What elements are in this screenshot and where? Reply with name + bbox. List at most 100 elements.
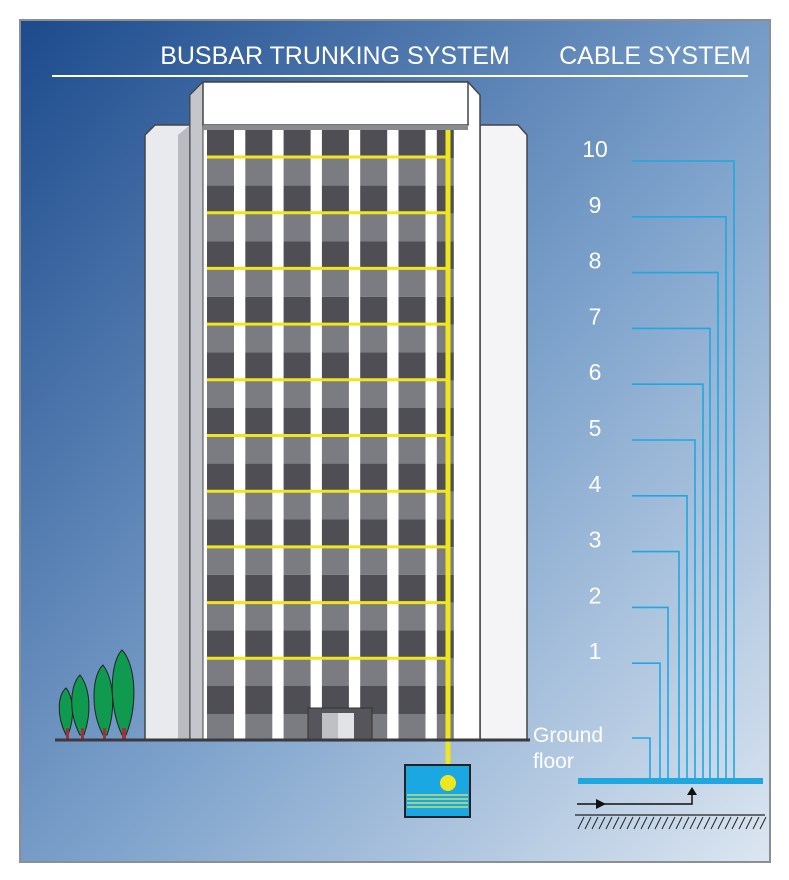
window-light xyxy=(207,158,234,186)
window-light xyxy=(436,324,454,353)
window-dark xyxy=(245,574,273,603)
window-light xyxy=(207,547,234,575)
window-light xyxy=(436,158,454,186)
ground-floor-label-2: floor xyxy=(533,750,574,773)
window-light xyxy=(207,714,234,742)
window-dark xyxy=(436,574,454,603)
window-dark xyxy=(283,241,311,270)
window-light xyxy=(436,269,454,297)
window-light xyxy=(398,547,426,575)
window-dark xyxy=(283,686,311,714)
floor-cable xyxy=(632,439,696,781)
window-dark xyxy=(398,630,426,659)
window-light xyxy=(207,436,234,464)
window-dark xyxy=(398,241,426,270)
window-light xyxy=(283,547,311,575)
floor-cable xyxy=(632,271,719,781)
floor-cable xyxy=(632,216,727,781)
window-light xyxy=(360,436,388,464)
window-light xyxy=(321,547,349,575)
window-light xyxy=(321,602,349,631)
window-light xyxy=(321,158,349,186)
cable-title: CABLE SYSTEM xyxy=(559,42,751,70)
window-dark xyxy=(321,296,349,325)
window-dark xyxy=(436,408,454,436)
entrance-door xyxy=(307,707,373,741)
earth-hatch xyxy=(575,814,767,830)
window-dark xyxy=(321,519,349,548)
window-dark xyxy=(436,630,454,659)
window-dark xyxy=(321,630,349,659)
window-dark xyxy=(398,463,426,492)
window-dark xyxy=(207,130,234,158)
window-dark xyxy=(283,185,311,214)
window-light xyxy=(245,213,273,242)
window-dark xyxy=(436,185,454,214)
window-light xyxy=(360,213,388,242)
window-light xyxy=(398,436,426,464)
window-dark xyxy=(283,574,311,603)
floor-cable xyxy=(632,494,688,781)
window-light xyxy=(283,380,311,408)
window-light xyxy=(207,658,234,686)
window-light xyxy=(398,714,426,742)
floor-label: 7 xyxy=(589,303,602,329)
window-dark xyxy=(398,130,426,158)
window-dark xyxy=(436,463,454,492)
floor-label: 5 xyxy=(589,415,602,441)
window-light xyxy=(360,269,388,297)
window-light xyxy=(436,602,454,631)
building xyxy=(144,80,528,742)
window-dark xyxy=(436,296,454,325)
window-dark xyxy=(245,686,273,714)
window-dark xyxy=(360,185,388,214)
window-light xyxy=(360,380,388,408)
window-dark xyxy=(207,352,234,381)
window-light xyxy=(283,602,311,631)
window-dark xyxy=(207,574,234,603)
window-dark xyxy=(321,130,349,158)
floor-cable xyxy=(632,383,704,781)
supply-arrow xyxy=(577,787,697,809)
window-dark xyxy=(321,574,349,603)
floor-label: 1 xyxy=(589,638,602,664)
window-light xyxy=(245,658,273,686)
window-dark xyxy=(436,352,454,381)
window-light xyxy=(283,658,311,686)
ground-floor-label: Ground xyxy=(533,724,603,747)
window-dark xyxy=(360,463,388,492)
window-light xyxy=(321,436,349,464)
window-light xyxy=(207,380,234,408)
window-light xyxy=(207,269,234,297)
floor-label: 8 xyxy=(589,248,602,274)
window-light xyxy=(321,213,349,242)
window-dark xyxy=(321,408,349,436)
window-dark xyxy=(398,352,426,381)
window-light xyxy=(207,324,234,353)
window-dark xyxy=(436,130,454,158)
window-light xyxy=(398,324,426,353)
window-light xyxy=(398,269,426,297)
busbar-trunking xyxy=(207,130,451,782)
window-light xyxy=(360,602,388,631)
window-light xyxy=(321,491,349,520)
window-light xyxy=(245,602,273,631)
window-light xyxy=(436,436,454,464)
window-dark xyxy=(207,519,234,548)
window-dark xyxy=(436,241,454,270)
window-light xyxy=(360,547,388,575)
window-dark xyxy=(360,241,388,270)
window-dark xyxy=(321,352,349,381)
window-light xyxy=(398,158,426,186)
window-light xyxy=(207,213,234,242)
window-dark xyxy=(398,408,426,436)
window-light xyxy=(207,602,234,631)
window-dark xyxy=(283,352,311,381)
window-dark xyxy=(321,463,349,492)
window-light xyxy=(436,547,454,575)
floor-cable xyxy=(632,550,680,781)
window-dark xyxy=(283,130,311,158)
floor-cable xyxy=(632,662,661,781)
window-dark xyxy=(360,574,388,603)
